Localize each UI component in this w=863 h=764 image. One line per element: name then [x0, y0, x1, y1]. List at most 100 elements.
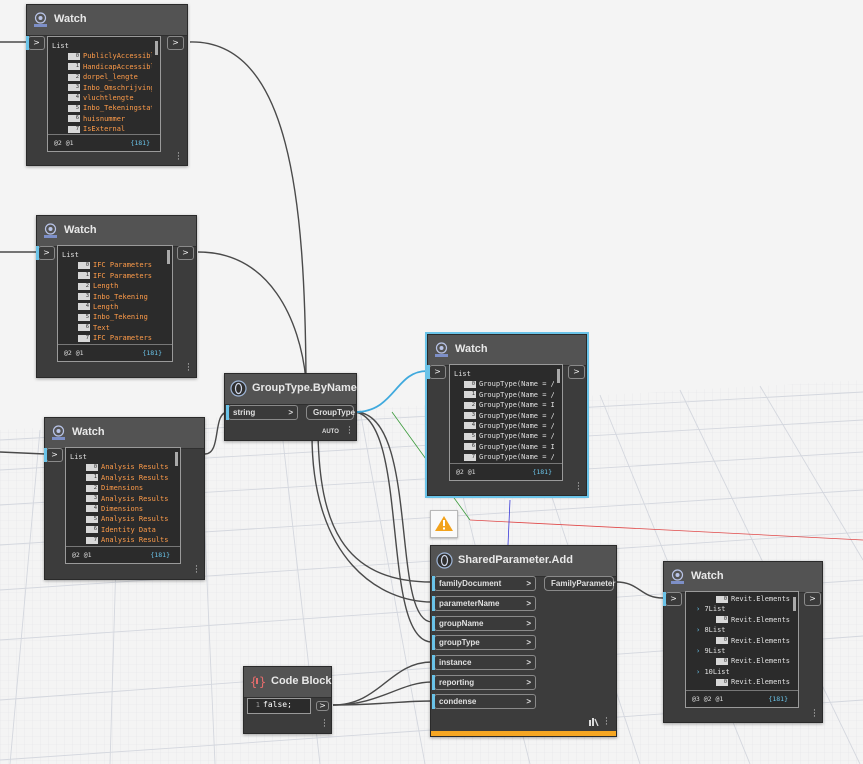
- watch-output-port[interactable]: >: [568, 365, 585, 379]
- watch-eye-icon: [435, 342, 448, 357]
- input-port-parametername[interactable]: parameterName>: [432, 596, 536, 611]
- watch-node-3-header[interactable]: Watch: [45, 418, 204, 449]
- line-number: 1: [255, 701, 260, 709]
- scrollbar[interactable]: [557, 369, 560, 383]
- warning-indicator[interactable]: [430, 510, 458, 538]
- input-port-groupname[interactable]: groupName>: [432, 616, 536, 631]
- watch-input-port[interactable]: >: [663, 592, 682, 606]
- item-count: {181}: [150, 551, 170, 559]
- list-header: List: [52, 42, 69, 50]
- scrollbar[interactable]: [155, 41, 158, 55]
- item-count: {181}: [130, 139, 150, 147]
- node-menu-icon[interactable]: ···: [187, 360, 190, 376]
- wire-codeblock-to-instance: [332, 661, 433, 706]
- lacing-icon[interactable]: [589, 718, 599, 726]
- item-count: {181}: [768, 695, 788, 703]
- watch-input-port[interactable]: >: [36, 246, 55, 260]
- list-levels: @3 @2 @1: [692, 695, 724, 703]
- sharedparameter-add-node[interactable]: SharedParameter.Add familyDocument> para…: [430, 545, 617, 737]
- input-port-reporting[interactable]: reporting>: [432, 675, 536, 690]
- divider: [686, 690, 798, 691]
- watch-eye-icon: [44, 223, 57, 238]
- node-menu-icon[interactable]: ···: [323, 716, 326, 732]
- code-text: false;: [263, 700, 292, 709]
- grouptype-byname-node[interactable]: GroupType.ByName string> GroupType AUTO …: [224, 373, 357, 441]
- divider: [66, 546, 180, 547]
- watch-input-port[interactable]: >: [427, 365, 446, 379]
- node-menu-icon[interactable]: ···: [605, 714, 608, 730]
- scrollbar[interactable]: [793, 597, 796, 611]
- node-menu-icon[interactable]: ···: [577, 479, 580, 495]
- list-levels: @2 @1: [72, 551, 92, 559]
- input-port-condense[interactable]: condense>: [432, 694, 536, 709]
- watch-output-port[interactable]: >: [804, 592, 821, 606]
- input-port-instance[interactable]: instance>: [432, 655, 536, 670]
- scrollbar[interactable]: [167, 250, 170, 264]
- code-block-icon: {}: [250, 675, 266, 689]
- grouptype-node-header[interactable]: GroupType.ByName: [225, 374, 357, 405]
- input-port-string[interactable]: string>: [226, 405, 298, 420]
- list-header: List: [62, 251, 79, 259]
- wire-incoming-watch3: [0, 451, 46, 455]
- divider: [48, 134, 160, 135]
- node-title: Watch: [72, 426, 105, 438]
- watch-node-1-header[interactable]: Watch: [27, 5, 187, 36]
- scrollbar[interactable]: [175, 452, 178, 466]
- watch-node-5-header[interactable]: Watch: [664, 562, 822, 593]
- nested-list: › 10List: [696, 667, 730, 676]
- divider: [58, 344, 172, 345]
- watch-output-port[interactable]: >: [177, 246, 194, 260]
- node-menu-icon[interactable]: ···: [813, 706, 816, 722]
- sharedparameter-node-header[interactable]: SharedParameter.Add: [431, 546, 616, 577]
- input-port-familydocument[interactable]: familyDocument>: [432, 576, 536, 591]
- watch-output-port[interactable]: >: [167, 36, 184, 50]
- watch-node-2-header[interactable]: Watch: [37, 216, 196, 247]
- input-port-grouptype[interactable]: groupType>: [432, 635, 536, 650]
- watch-node-4-header[interactable]: Watch: [428, 335, 586, 366]
- node-type-icon: [436, 552, 453, 569]
- list-levels: @2 @1: [54, 139, 74, 147]
- watch-input-port[interactable]: >: [44, 448, 63, 462]
- node-menu-icon[interactable]: ···: [177, 149, 180, 165]
- code-block-output-port[interactable]: >: [316, 701, 329, 711]
- code-block-header[interactable]: {} Code Block: [244, 667, 332, 698]
- watch-eye-icon: [52, 425, 65, 440]
- node-menu-icon[interactable]: ···: [348, 423, 351, 439]
- divider: [450, 463, 562, 464]
- node-menu-icon[interactable]: ···: [195, 562, 198, 578]
- watch-input-port[interactable]: >: [26, 36, 45, 50]
- output-port-grouptype[interactable]: GroupType: [306, 405, 355, 420]
- output-port-familyparameter[interactable]: FamilyParameter: [544, 576, 615, 591]
